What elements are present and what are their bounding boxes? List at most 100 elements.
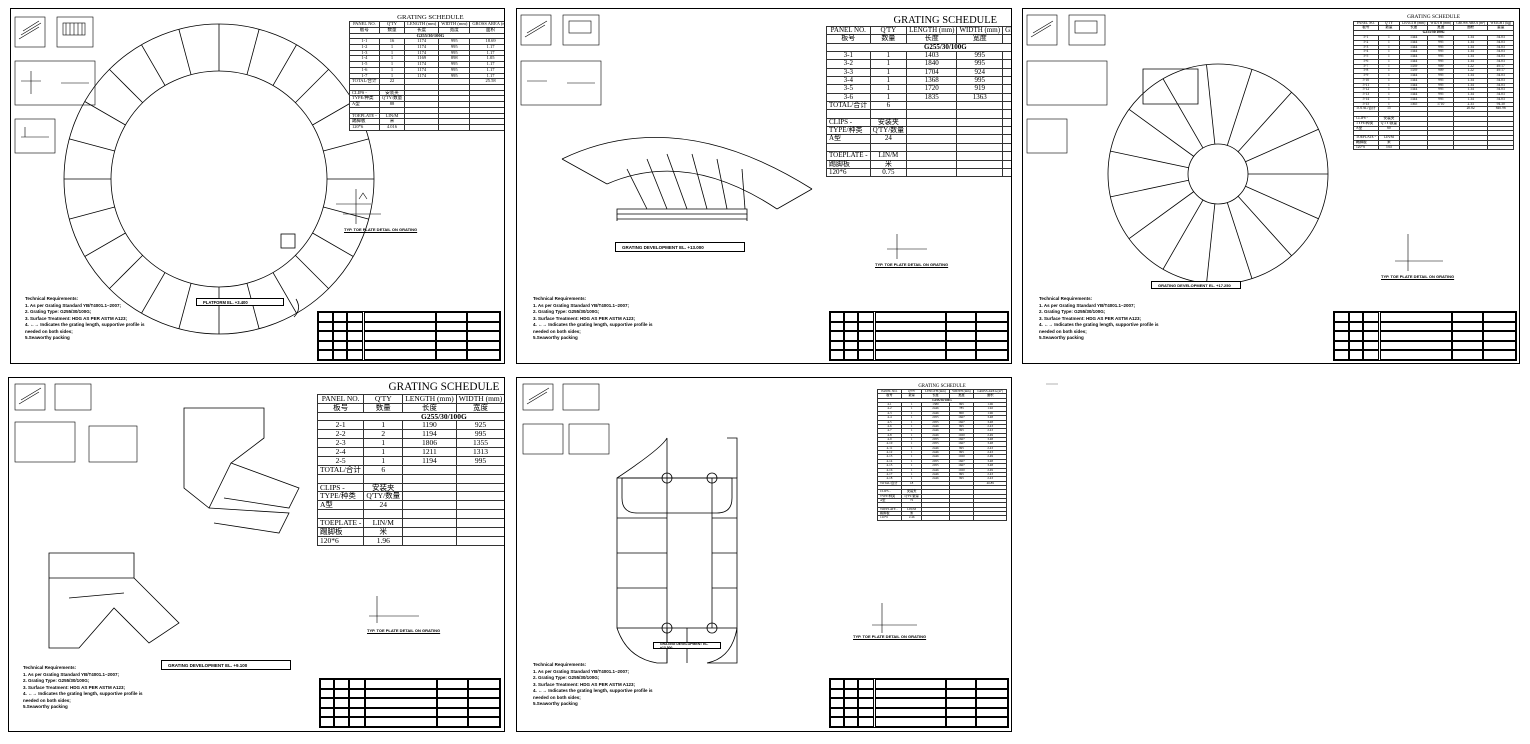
title-block-cell [347,340,364,351]
title-block-cell [874,331,946,341]
title-block-cell [348,688,365,699]
ring-segment-divider [84,101,126,126]
title-block-cell [844,698,859,708]
title-block-cell [1379,331,1453,341]
tech-req-1: 1. As per Grating Standard YB/T4001.1–20… [533,668,630,674]
title-block-cell [347,321,364,332]
title-block-cell [347,350,364,360]
schedule-title-row: GRATING SCHEDULE [893,15,998,26]
title-block-cell [1483,321,1516,332]
title-block [1333,311,1517,361]
ring-segment-divider [246,283,260,329]
drawing-caption: GRATING DEVELOPMENT EL. +9.100 [161,660,291,670]
title-block-cell [1348,321,1364,332]
ring-segment-divider [272,44,297,86]
technical-requirements: Technical Requirements: 1. As per Gratin… [533,296,653,342]
tech-req-3: 3. Surface Treatment: HDG AS PER ASTM A1… [533,681,636,687]
title-block-cell [975,340,1008,351]
grating-type-row: G255/30/100G [877,397,1007,404]
title-block-cell [437,707,468,718]
technical-requirements: Technical Requirements: 1. As per Gratin… [533,662,653,708]
title-block-cell [858,707,875,718]
ring-segment-divider [246,29,260,75]
title-block-cell [437,717,468,727]
radial-segment-divider [1206,64,1216,145]
title-block-cell [332,312,348,322]
title-block-cell [1483,350,1516,360]
title-block-cell [830,312,845,322]
accessory-row: TOEPLATE -LIN/M [349,112,504,120]
accessory-row: 踢脚板米 [316,526,504,537]
schedule-title-row: GRATING SCHEDULE [918,384,966,389]
title-block-cell [874,350,946,360]
table-row: 3-3117049241.57 [826,67,1011,78]
title-block-cell [332,340,348,351]
title-block-cell [830,688,845,699]
title-block-cell [348,707,365,718]
title-block-cell [437,688,468,699]
toe-plate-detail-caption: TYP. TOE PLATE DETAIL ON GRATING [367,628,441,633]
technical-requirements: Technical Requirements: 1. As per Gratin… [25,296,145,342]
title-block-cell [1379,340,1453,351]
radial-segment-divider [1237,91,1292,152]
title-block-cell [1363,340,1380,351]
title-block-cell [945,698,976,708]
toe-plate-detail-caption: TYP. TOE PLATE DETAIL ON GRATING [344,227,418,232]
title-block-cell [830,350,845,360]
title-block-cell [830,707,845,718]
title-block-cell [874,321,946,332]
title-block-cell [320,707,335,718]
title-block-cell [975,688,1008,699]
radial-segment-divider [1128,109,1194,157]
radial-segment-divider [1226,202,1253,279]
title-block-cell [467,688,500,699]
title-block-cell [1379,321,1453,332]
title-block-cell [363,350,437,360]
tech-req-2: 2. Grating Type: G255/30/100G; [1039,309,1106,315]
title-block-cell [334,698,349,708]
title-block-cell [365,679,437,689]
title-block-cell [436,350,468,360]
title-block [829,311,1009,361]
title-block-cell [467,350,500,360]
title-block-cell [334,688,349,699]
schedule-title-row: GRATING SCHEDULE [397,14,464,21]
tech-req-4: 4. ←→ Indicates the grating length, supp… [533,688,653,694]
title-block-cell [874,312,946,322]
tech-req-3: 3. Surface Treatment: HDG AS PER ASTM A1… [533,315,636,321]
table-row: 3-61183513632.50 [826,92,1011,103]
title-block-cell [332,331,348,341]
tech-req-4: 4. ←→ Indicates the grating length, supp… [1039,322,1159,328]
title-block-cell [348,679,365,689]
title-block-cell [874,717,946,727]
ring-segment-divider [141,44,166,86]
tech-req-4b: needed on both sides; [25,328,73,334]
title-block-cell [844,679,859,689]
title-block-cell [318,350,333,360]
title-block-cell [830,331,845,341]
title-block-cell [844,321,859,332]
title-block-cell [365,707,437,718]
arc-grating-drawing [520,14,927,259]
tech-req-5: 5.Seaworthy packing [533,701,578,707]
title-block-cell [437,679,468,689]
title-block [317,311,501,361]
accessory-row: TOEPLATE -LIN/M [826,151,1011,161]
table-row: 3-5117209191.58 [826,84,1011,94]
title-block-cell [945,717,976,727]
title-block-cell [858,698,875,708]
